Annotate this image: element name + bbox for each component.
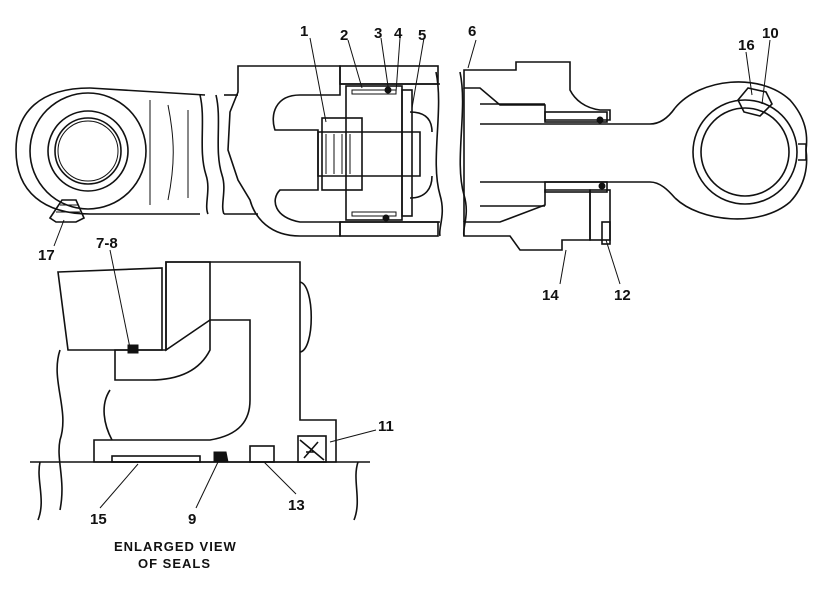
inner-rod	[317, 111, 433, 199]
break-lines	[199, 71, 468, 237]
piston	[345, 85, 413, 222]
piston-rod	[480, 107, 676, 199]
rod-gland	[544, 111, 611, 245]
rod-eye	[674, 81, 808, 220]
label-part-2: 2	[340, 27, 348, 44]
enlarged-view	[30, 261, 370, 521]
label-part-10: 10	[762, 25, 779, 42]
caption: ENLARGED VIEW OF SEALS	[114, 539, 237, 571]
label-part-17: 17	[38, 247, 55, 264]
label-part-13: 13	[288, 497, 305, 514]
grease-fitting-17	[48, 199, 86, 223]
label-part-11: 11	[378, 418, 394, 435]
label-part-4: 4	[394, 25, 403, 42]
label-part-3: 3	[374, 25, 382, 42]
label-part-9: 9	[188, 511, 196, 528]
label-part-1: 1	[300, 23, 308, 40]
piston-nut	[321, 117, 363, 191]
head-end-block	[463, 61, 611, 251]
caption-line-2: OF SEALS	[138, 556, 211, 571]
part-number-labels: 1 2 3 4 5 6 7-8 9 10 11 12 13 14 15 16 1…	[38, 23, 779, 528]
label-part-6: 6	[468, 23, 476, 40]
label-part-15: 15	[90, 511, 107, 528]
cylinder-tube	[339, 65, 440, 237]
label-part-12: 12	[614, 287, 631, 304]
leader-lines	[53, 37, 771, 509]
label-part-16: 16	[738, 37, 755, 54]
caption-line-1: ENLARGED VIEW	[114, 539, 237, 554]
left-eye-end	[15, 87, 206, 215]
label-part-5: 5	[418, 27, 426, 44]
label-part-7-8: 7-8	[96, 235, 118, 252]
label-part-14: 14	[542, 287, 559, 304]
grease-fitting-16	[737, 87, 773, 117]
cylinder-cap	[224, 65, 341, 237]
